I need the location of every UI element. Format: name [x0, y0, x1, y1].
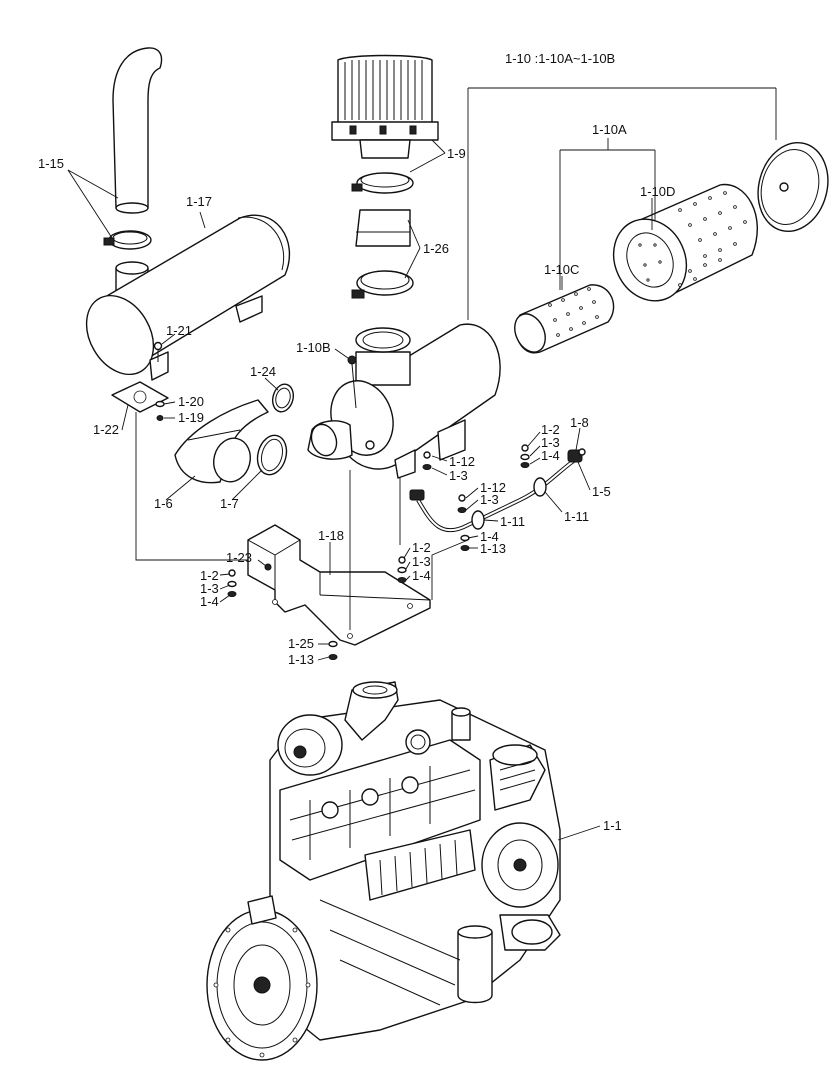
- safety-filter-element: [514, 284, 615, 354]
- nut-1-19: [156, 415, 164, 421]
- callout-1-18: 1-18: [318, 528, 344, 543]
- air-cleaner-cover: [757, 141, 829, 233]
- bolt-1-21: [153, 341, 163, 362]
- callout-1-10d: 1-10D: [640, 184, 675, 199]
- mounting-bracket: [247, 524, 431, 646]
- callout-1-10c: 1-10C: [544, 262, 579, 277]
- callout-1-19: 1-19: [178, 410, 204, 425]
- callout-1-4-mid: 1-4: [480, 529, 499, 544]
- callout-1-3-mid: 1-3: [480, 492, 499, 507]
- callout-1-25: 1-25: [288, 636, 314, 651]
- callout-1-12-upper: 1-12: [449, 454, 475, 469]
- callout-1-3-left: 1-3: [200, 581, 219, 596]
- callout-1-6: 1-6: [154, 496, 173, 511]
- tube-clamp-1-11-lower: [471, 510, 485, 530]
- callout-1-7: 1-7: [220, 496, 239, 511]
- callout-1-2-right: 1-2: [412, 540, 431, 555]
- callout-1-2-upper: 1-2: [541, 422, 560, 437]
- callout-1-1: 1-1: [603, 818, 622, 833]
- pre-cleaner: [331, 54, 439, 159]
- bolt-washer-stack-1-12-lower: [457, 494, 467, 513]
- primary-filter-element: [612, 183, 758, 302]
- callout-1-9: 1-9: [447, 146, 466, 161]
- pre-cleaner-clamp: [351, 172, 414, 194]
- callout-1-11-mid: 1-11: [500, 514, 525, 529]
- vacuator-valve: [347, 355, 357, 409]
- bolt-washer-stack-1-2-upper: [520, 444, 530, 468]
- callout-1-4-left: 1-4: [200, 594, 219, 609]
- callout-1-13-mid: 1-13: [480, 541, 506, 556]
- callout-1-4-right: 1-4: [541, 448, 560, 463]
- muffler-outlet-flange: [111, 381, 169, 413]
- callout-1-26: 1-26: [423, 241, 449, 256]
- air-cleaner-housing: [307, 323, 501, 479]
- exhaust-clamp-upper: [103, 230, 152, 250]
- callout-1-20: 1-20: [178, 394, 204, 409]
- callout-1-3-lower: 1-3: [412, 554, 431, 569]
- bolt-washer-stack-1-12-upper: [422, 451, 432, 470]
- callout-1-21: 1-21: [166, 323, 192, 338]
- muffler-body: [85, 214, 291, 381]
- restriction-tube: [416, 458, 577, 533]
- hose-fitting: [409, 489, 425, 501]
- callout-1-5: 1-5: [592, 484, 611, 499]
- callout-1-3-upper: 1-3: [449, 468, 468, 483]
- restriction-indicator: [567, 448, 586, 463]
- callout-1-10a: 1-10A: [592, 122, 627, 137]
- bolt-1-23: [264, 563, 272, 571]
- callout-1-24: 1-24: [250, 364, 276, 379]
- tube-clamp-1-11-upper: [533, 477, 547, 497]
- exhaust-stack-pipe: [112, 47, 163, 214]
- callout-1-8: 1-8: [570, 415, 589, 430]
- leader-lines: [67, 87, 777, 841]
- rain-cap-adapter: [355, 209, 411, 247]
- hose-clamp-1-7: [256, 434, 288, 476]
- callout-1-12-lower: 1-12: [480, 480, 506, 495]
- callout-1-13-lower: 1-13: [288, 652, 314, 667]
- intake-elbow-hose: [174, 399, 269, 484]
- callout-1-10b: 1-10B: [296, 340, 331, 355]
- nut-washer-stack-1-13: [460, 534, 470, 551]
- callout-1-22: 1-22: [93, 422, 119, 437]
- callout-1-3-right: 1-3: [541, 435, 560, 450]
- callout-1-23: 1-23: [226, 550, 252, 565]
- washer-1-20: [155, 400, 165, 408]
- callout-1-2-left: 1-2: [200, 568, 219, 583]
- kit-note: 1-10 :1-10A~1-10B: [505, 51, 615, 66]
- hose-clamp-1-26: [351, 270, 414, 299]
- washer-nut-stack-1-25: [328, 640, 338, 660]
- callout-1-17: 1-17: [186, 194, 212, 209]
- callout-1-4-lower: 1-4: [412, 568, 431, 583]
- hose-clamp-1-24: [271, 383, 295, 413]
- engine-assembly: [206, 681, 561, 1061]
- callout-1-15: 1-15: [38, 156, 64, 171]
- callout-1-11-right: 1-11: [564, 509, 589, 524]
- bolt-washer-stack-1-2-right: [397, 556, 407, 583]
